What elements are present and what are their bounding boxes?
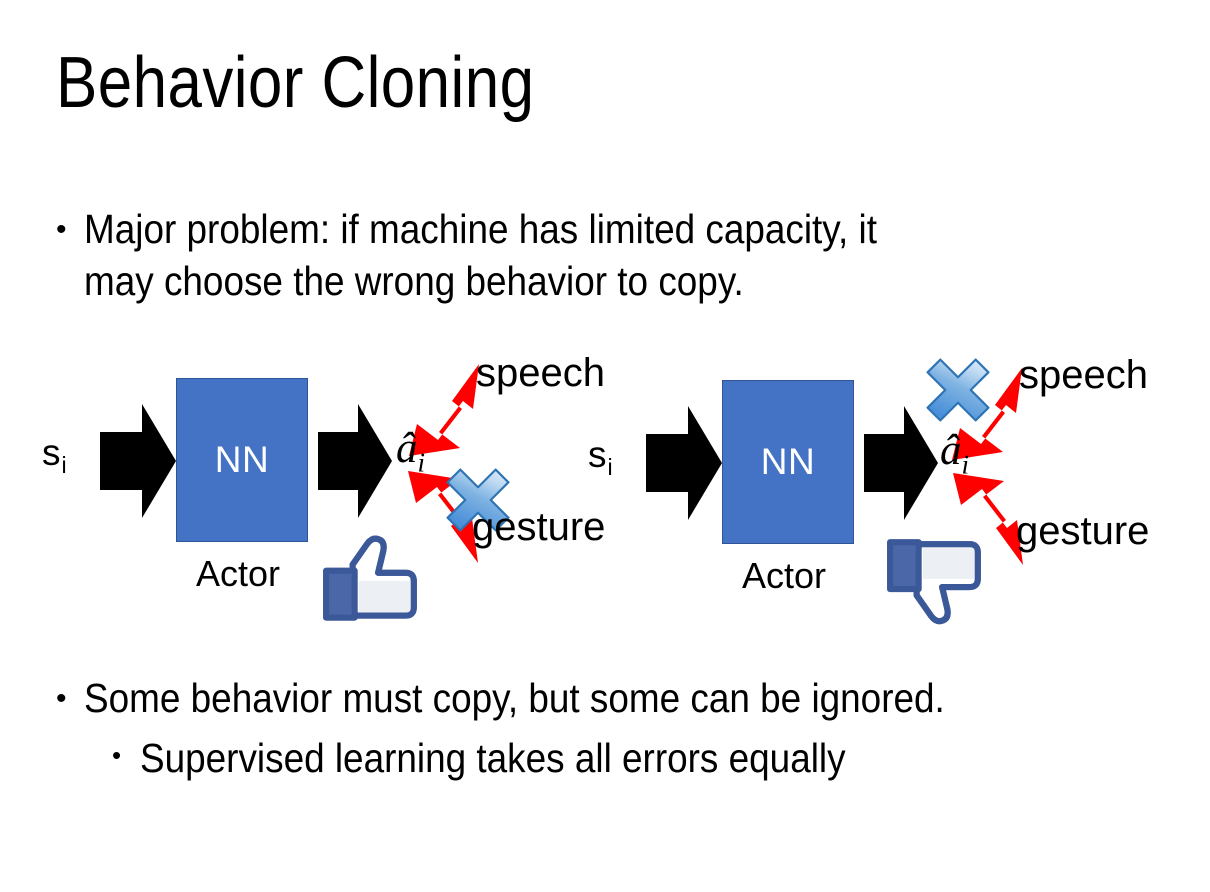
right-action-subscript: i bbox=[961, 449, 970, 480]
right-input-block-arrow bbox=[646, 406, 722, 520]
bullet-marker-icon: • bbox=[112, 740, 122, 770]
left-input-block-arrow bbox=[100, 404, 176, 518]
bullet-top-text-line-1: Major problem: if machine has limited ca… bbox=[84, 206, 877, 252]
bullet-bottom-level1-text: Some behavior must copy, but some can be… bbox=[84, 675, 945, 721]
left-action-subscript: i bbox=[417, 447, 426, 478]
left-nn-label: NN bbox=[214, 439, 270, 480]
bullet-marker-icon: • bbox=[56, 682, 67, 715]
left-input-state-subscript: i bbox=[61, 452, 67, 479]
right-input-state-subscript: i bbox=[607, 454, 613, 481]
left-branch-label-gesture: gesture bbox=[472, 505, 606, 549]
left-output-block-arrow bbox=[318, 404, 392, 518]
right-actor-caption: Actor bbox=[742, 555, 827, 596]
left-input-state-symbol: s bbox=[42, 432, 61, 473]
right-gesture-arrow bbox=[953, 473, 1023, 565]
left-actor-caption: Actor bbox=[196, 553, 281, 594]
left-gesture-arrow bbox=[408, 471, 478, 563]
right-input-state-symbol: s bbox=[588, 434, 607, 475]
right-nn-label: NN bbox=[760, 441, 816, 482]
left-action-symbol: â bbox=[396, 425, 418, 472]
right-nn-box: NN bbox=[722, 380, 854, 544]
bullet-bottom-level2-text: Supervised learning takes all errors equ… bbox=[140, 735, 846, 781]
bullet-bottom-level2: • Supervised learning takes all errors e… bbox=[112, 733, 1192, 785]
page-title: Behavior Cloning bbox=[56, 43, 535, 123]
bullet-bottom-level1-row: • Some behavior must copy, but some can … bbox=[56, 673, 1176, 725]
bullet-top-line-1: • Major problem: if machine has limited … bbox=[56, 204, 1156, 256]
right-output-block-arrow bbox=[864, 406, 938, 520]
left-input-state-label: si bbox=[42, 432, 67, 479]
left-action-label: âi bbox=[396, 424, 425, 479]
left-branch-label-speech: speech bbox=[476, 351, 605, 395]
thumbs-down-icon bbox=[887, 539, 981, 625]
bullet-top: • Major problem: if machine has limited … bbox=[56, 204, 1156, 307]
thumbs-up-icon bbox=[323, 535, 417, 621]
left-nn-box: NN bbox=[176, 378, 308, 542]
bullet-marker-icon: • bbox=[56, 213, 67, 246]
right-input-state-label: si bbox=[588, 434, 613, 481]
right-cross-icon bbox=[926, 358, 990, 422]
right-action-symbol: â bbox=[940, 427, 962, 474]
right-branch-label-speech: speech bbox=[1019, 353, 1148, 397]
right-branch-label-gesture: gesture bbox=[1016, 509, 1150, 553]
bullet-top-line-2: may choose the wrong behavior to copy. bbox=[56, 256, 1156, 308]
bullet-bottom-level1: • Some behavior must copy, but some can … bbox=[56, 673, 1176, 725]
bullet-top-text-line-2: may choose the wrong behavior to copy. bbox=[84, 257, 744, 304]
bullet-bottom-level2-row: • Supervised learning takes all errors e… bbox=[112, 733, 1192, 785]
right-action-label: âi bbox=[940, 426, 969, 481]
